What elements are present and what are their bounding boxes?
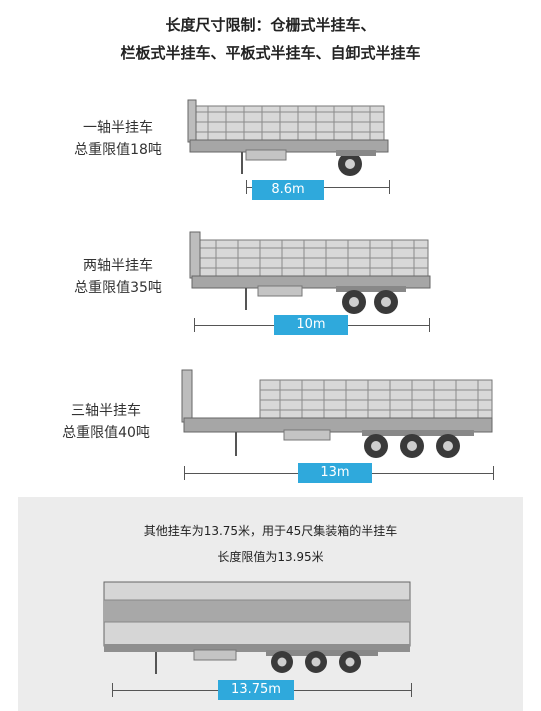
trailer-3-name: 三轴半挂车 (71, 403, 141, 419)
header-title-line2: 栏板式半挂车、平板式半挂车、自卸式半挂车 (120, 44, 421, 62)
trailer-2-length-badge: 10m (274, 315, 348, 335)
three-axle-trailer-illustration (181, 369, 493, 458)
trailer-2-name: 两轴半挂车 (83, 258, 153, 274)
trailer-2-weight: 总重限值35吨 (74, 280, 162, 296)
container-length-badge: 13.75m (218, 680, 294, 700)
container-note-line1: 其他挂车为13.75米，用于45尺集装箱的半挂车 (143, 524, 398, 538)
trailer-1-weight: 总重限值18吨 (74, 142, 162, 158)
two-axle-trailer-illustration (189, 231, 431, 314)
trailer-1-name: 一轴半挂车 (83, 120, 153, 136)
container-note-line2: 长度限值为13.95米 (217, 550, 324, 564)
trailer-3-length-badge: 13m (298, 463, 372, 483)
single-axle-trailer-illustration (187, 99, 389, 176)
trailer-3-weight: 总重限值40吨 (62, 425, 150, 441)
trailer-1-length-badge: 8.6m (252, 180, 324, 200)
container-trailer-illustration (103, 581, 411, 674)
header-title-line1: 长度尺寸限制：仓栅式半挂车、 (165, 16, 376, 34)
